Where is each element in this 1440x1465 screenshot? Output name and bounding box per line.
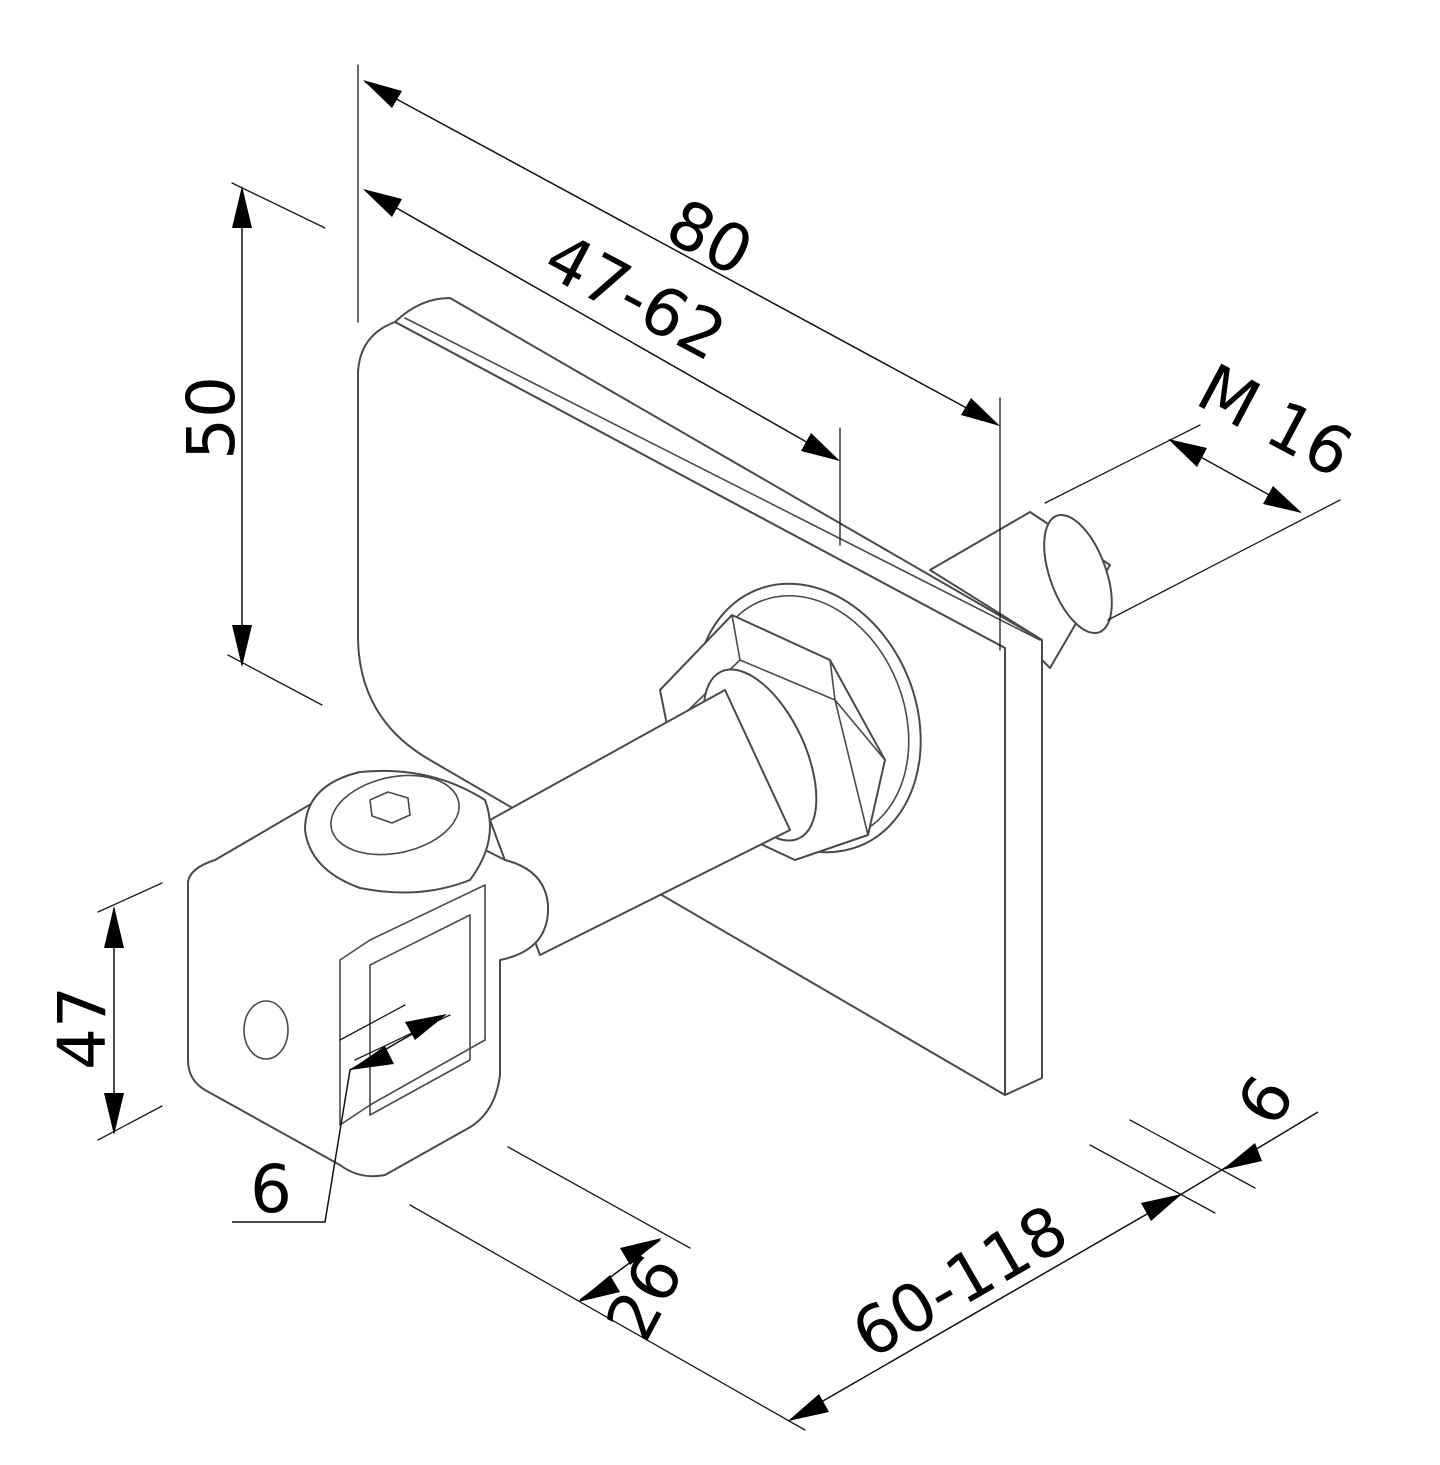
arrow-m16-start [1168, 439, 1207, 467]
label-m16: M 16 [1185, 349, 1364, 493]
hex-nut-edges [667, 614, 886, 836]
arrow-26-b [620, 1238, 662, 1265]
arrow-47-62-end [801, 433, 840, 461]
bolt-end [1043, 513, 1113, 635]
eye-bracket [187, 769, 550, 1178]
arrow-50-top [232, 186, 252, 228]
arrow-60-118-start [788, 1394, 829, 1421]
plate-top-edge [404, 317, 1041, 641]
label-60-118: 60-118 [840, 1190, 1081, 1374]
label-6-slot: 6 [250, 1151, 292, 1228]
hinge-pin-boss [304, 769, 491, 894]
arrow-80-start [363, 80, 402, 108]
threaded-bolt [929, 511, 1113, 669]
arrow-26-a [578, 1275, 620, 1302]
label-26: 26 [591, 1242, 698, 1352]
hinge-part [187, 297, 1113, 1178]
arrow-47-62-start [363, 189, 402, 217]
plate-thickness [394, 297, 1043, 1096]
arrow-6-plate [1222, 1143, 1262, 1170]
dim-line-47-62 [364, 189, 839, 461]
label-47: 47 [44, 986, 121, 1070]
dim-line-6-slot [232, 1014, 446, 1223]
bracket-inner-slot [339, 884, 486, 1126]
arrow-6-slot-top [405, 1014, 447, 1040]
hinge-pin-head [330, 774, 460, 856]
bracket-side-hole [243, 1000, 289, 1060]
dim-line-60-118 [789, 1194, 1181, 1421]
arrow-47-bottom [104, 1093, 124, 1135]
arrow-6-slot-bottom [350, 1046, 394, 1070]
extension-lines [97, 64, 1341, 1431]
arrow-60-118-end [1141, 1194, 1182, 1221]
arrow-50-bottom [232, 625, 252, 667]
label-50: 50 [173, 376, 250, 460]
dim-line-80 [364, 81, 999, 426]
hex-socket-icon [369, 791, 411, 824]
dimension-lines [104, 80, 1319, 1421]
arrow-47-top [104, 906, 124, 948]
arrow-m16-end [1263, 486, 1302, 513]
label-6-plate: 6 [1222, 1063, 1310, 1138]
arrow-80-end [961, 398, 1000, 426]
